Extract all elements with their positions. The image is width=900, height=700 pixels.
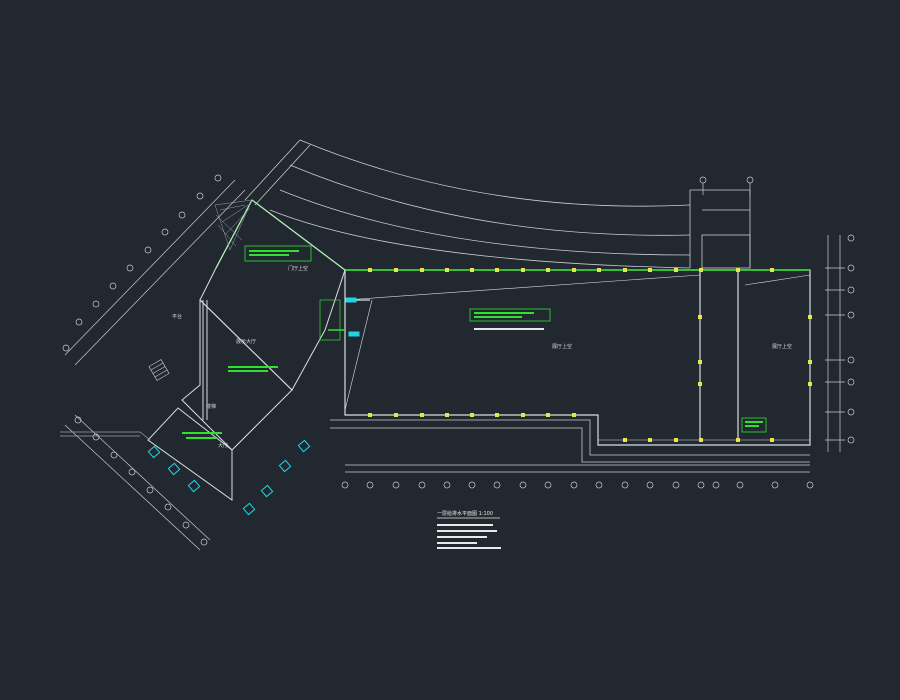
- dimension-chain-right: [825, 234, 855, 452]
- label-lobby: 展示大厅: [236, 338, 256, 345]
- label-hall-a: 门厅上空: [288, 265, 308, 272]
- west-wing-walls: [147, 199, 346, 501]
- label-main-hall: 展厅上空: [552, 343, 572, 350]
- column-markers: [368, 268, 812, 442]
- diagonal-axis-sw: [60, 414, 211, 551]
- axis-bubbles-top: [699, 176, 754, 195]
- diagonal-axis-nw: [62, 174, 246, 366]
- west-wing-annotations: [182, 245, 341, 439]
- dimension-chain-bottom: [341, 481, 814, 489]
- label-stairs: 楼梯: [206, 403, 216, 410]
- main-hall-annotation: [469, 308, 767, 433]
- drawing-title: 一层给排水平面图 1:100: [437, 510, 493, 517]
- title-block: 一层给排水平面图 1:100: [437, 510, 501, 549]
- room-labels: 门厅上空 展示大厅 展厅上空 展厅上空 大厅 平台 楼梯: [172, 265, 792, 449]
- lower-corridor: [330, 419, 810, 473]
- label-side: 平台: [172, 313, 182, 320]
- cyan-fixtures: [147, 297, 360, 516]
- label-hall-b: 展厅上空: [772, 343, 792, 350]
- water-pipe-lines: [215, 199, 810, 331]
- main-hall-walls: [344, 269, 811, 446]
- hatched-area: [214, 199, 253, 251]
- site-boundary-curves: [244, 139, 751, 269]
- stair-symbol: [148, 359, 170, 381]
- label-foyer: 大厅: [218, 442, 228, 449]
